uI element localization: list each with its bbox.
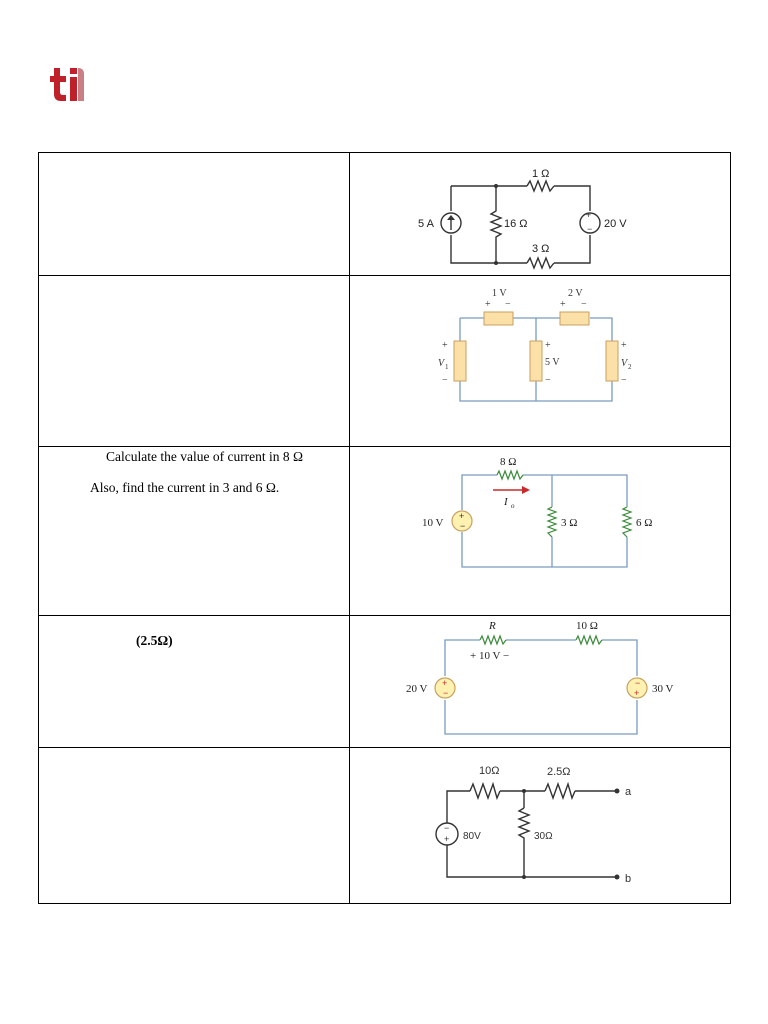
circuit-1-diagram: + − 1 Ω 5 A 16 Ω 20 V 3 Ω xyxy=(418,168,627,270)
label-1-ohm: 1 Ω xyxy=(532,168,549,180)
label-20v-q4: 20 V xyxy=(406,683,428,695)
label-8-ohm: 8 Ω xyxy=(500,456,516,468)
label-v1: V xyxy=(438,358,446,369)
questions-table: + − 1 Ω 5 A 16 Ω 20 V 3 Ω xyxy=(38,152,731,904)
svg-text:+: + xyxy=(621,340,627,351)
question-text-cell-1 xyxy=(38,152,350,276)
svg-text:−: − xyxy=(635,678,640,688)
terminal-a: a xyxy=(625,786,632,798)
label-1v: 1 V xyxy=(492,288,507,299)
label-30-ohm: 30Ω xyxy=(534,831,553,842)
label-3-ohm: 3 Ω xyxy=(532,243,549,255)
circuit-3-diagram: + − 8 Ω I o 10 V 3 Ω 6 Ω xyxy=(422,456,652,568)
label-80v: 80V xyxy=(463,831,481,842)
label-16-ohm: 16 Ω xyxy=(504,218,528,230)
label-io: I xyxy=(503,496,509,508)
svg-text:+: + xyxy=(586,210,591,220)
label-3-ohm-q3: 3 Ω xyxy=(561,517,577,529)
circuit-cell-3: + − 8 Ω I o 10 V 3 Ω 6 Ω xyxy=(349,446,731,616)
question-row-1: + − 1 Ω 5 A 16 Ω 20 V 3 Ω xyxy=(38,152,731,276)
label-5v: 5 V xyxy=(545,357,560,368)
question-3-line-2: Also, find the current in 3 and 6 Ω. xyxy=(90,480,280,495)
svg-text:−: − xyxy=(587,224,592,234)
svg-text:+: + xyxy=(442,340,448,351)
question-row-5: − + 10Ω 2.5Ω a 80V 30Ω b xyxy=(38,747,731,904)
question-text-cell-5 xyxy=(38,747,350,904)
svg-text:−: − xyxy=(460,521,465,531)
ti-logo xyxy=(50,68,84,101)
svg-text:−: − xyxy=(581,299,587,310)
svg-text:+: + xyxy=(560,299,566,310)
svg-text:−: − xyxy=(444,823,449,833)
svg-text:−: − xyxy=(505,299,511,310)
svg-text:+: + xyxy=(444,834,449,844)
circuit-2-diagram: 1 V + − 2 V + − + V 1 − + 5 V − + V 2 − xyxy=(438,288,632,402)
label-2-5-ohm: 2.5Ω xyxy=(547,766,571,778)
question-3-line-1: Calculate the value of current in 8 Ω xyxy=(106,449,304,464)
circuit-5-diagram: − + 10Ω 2.5Ω a 80V 30Ω b xyxy=(435,765,632,885)
question-text-cell-3: Calculate the value of current in 8 Ω Al… xyxy=(38,446,350,616)
question-row-3: Calculate the value of current in 8 Ω Al… xyxy=(38,446,731,616)
svg-text:−: − xyxy=(621,375,627,386)
label-10v-drop: + 10 V − xyxy=(470,650,509,662)
label-2v: 2 V xyxy=(568,288,583,299)
circuit-cell-5: − + 10Ω 2.5Ω a 80V 30Ω b xyxy=(349,747,731,904)
circuit-cell-4: + − − + R 10 Ω + 10 V − 20 V 30 V xyxy=(349,615,731,748)
label-30v: 30 V xyxy=(652,683,674,695)
question-4-answer: (2.5Ω) xyxy=(136,633,173,648)
circuit-cell-1: + − 1 Ω 5 A 16 Ω 20 V 3 Ω xyxy=(349,152,731,276)
question-text-cell-4: (2.5Ω) xyxy=(38,615,350,748)
label-20v: 20 V xyxy=(604,218,627,230)
label-10v: 10 V xyxy=(422,517,444,529)
svg-text:+: + xyxy=(485,299,491,310)
label-10-ohm-q4: 10 Ω xyxy=(576,620,598,632)
svg-text:+: + xyxy=(442,678,447,688)
label-6-ohm: 6 Ω xyxy=(636,517,652,529)
question-text-cell-2 xyxy=(38,275,350,447)
label-io-sub: o xyxy=(511,502,515,510)
question-row-4: (2.5Ω) + − − + xyxy=(38,615,731,748)
label-5a: 5 A xyxy=(418,218,435,230)
label-10-ohm-q5: 10Ω xyxy=(479,765,499,777)
label-v1-sub: 1 xyxy=(445,363,449,371)
label-v2: V xyxy=(621,358,629,369)
svg-text:+: + xyxy=(634,688,639,698)
terminal-b: b xyxy=(625,873,631,885)
question-row-2: 1 V + − 2 V + − + V 1 − + 5 V − + V 2 − xyxy=(38,275,731,447)
svg-text:−: − xyxy=(443,688,448,698)
svg-text:+: + xyxy=(459,511,464,521)
svg-text:−: − xyxy=(545,375,551,386)
label-v2-sub: 2 xyxy=(628,363,632,371)
svg-text:−: − xyxy=(442,375,448,386)
circuit-4-diagram: + − − + R 10 Ω + 10 V − 20 V 30 V xyxy=(406,620,674,735)
svg-text:+: + xyxy=(545,340,551,351)
circuit-cell-2: 1 V + − 2 V + − + V 1 − + 5 V − + V 2 − xyxy=(349,275,731,447)
label-r: R xyxy=(488,620,496,632)
